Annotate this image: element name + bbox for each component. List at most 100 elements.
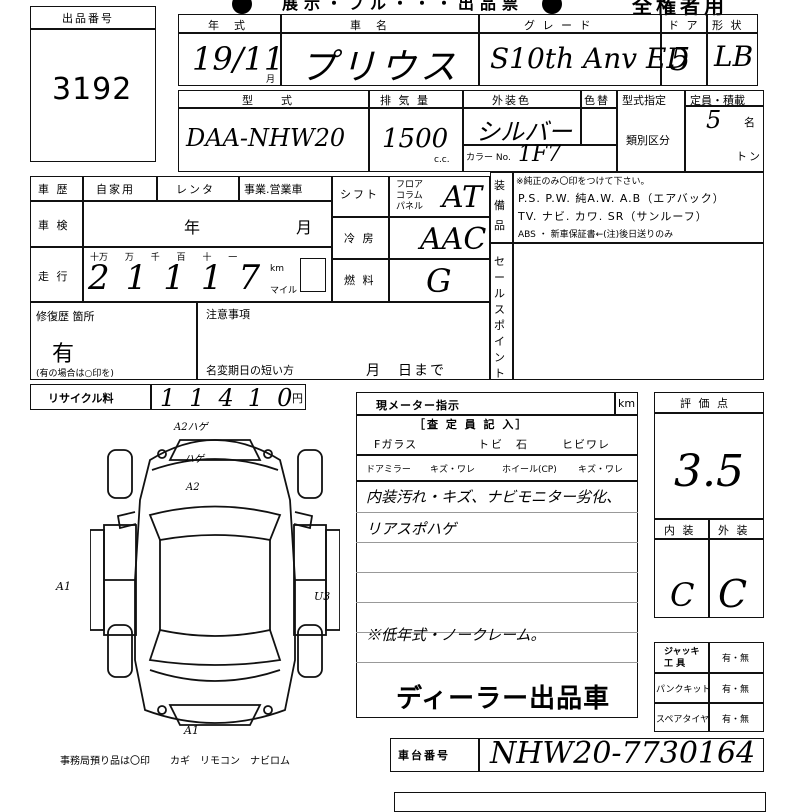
color-label: 外装色 <box>492 94 531 107</box>
shift-value: AT <box>442 180 483 215</box>
chassis-block <box>390 738 764 772</box>
header-cut-title: 展示・フル・・・出品票 <box>282 0 525 13</box>
fuel-value: G <box>426 262 452 300</box>
mileage-label: 走 行 <box>38 270 70 283</box>
recycle-block <box>30 384 306 410</box>
name-label: 車 名 <box>350 19 389 32</box>
jack-value: 有・無 <box>722 654 750 664</box>
spare-value: 有・無 <box>722 715 750 725</box>
private-use: 自家用 <box>96 183 135 196</box>
model-label: 型 式 <box>242 94 294 107</box>
ishi-label: 石 <box>516 438 529 451</box>
mile-unit: マイル <box>270 286 298 296</box>
tobi-label: トビ <box>478 438 504 451</box>
grade-label: 評 価 点 <box>680 397 730 410</box>
hibi-label: ヒビワレ <box>562 438 610 451</box>
repair-label: 修復歴 箇所 <box>36 310 95 323</box>
capacity-value: 5 <box>706 106 722 134</box>
notes-label: 注意事項 <box>206 308 250 321</box>
damage-hage: ハゲ <box>184 454 204 465</box>
year-label: 年 式 <box>208 19 247 32</box>
dealer-stamp: ディーラー出品車 <box>396 684 611 714</box>
comment-3: ※低年式・ノークレーム。 <box>366 626 546 644</box>
door-label: ド ア <box>668 19 700 32</box>
jack-label: ジャッキ 工 具 <box>664 647 700 669</box>
color-no-label: カラー No. <box>466 153 511 163</box>
vehicle-name-value: プリウス <box>300 47 461 88</box>
floor-column-panel: フロア コラム パネル <box>396 180 424 212</box>
binder-hole <box>232 0 252 14</box>
shape-value: LB <box>714 40 754 73</box>
business-use: 事業.営業車 <box>244 183 303 196</box>
displacement-label: 排 気 量 <box>380 94 430 107</box>
model-value: DAA-NHW20 <box>186 124 346 152</box>
interior-label: 内 装 <box>664 524 696 537</box>
office-items-note: 事務局預り品は〇印 カギ リモコン ナビロム <box>60 756 290 767</box>
damage-a1-left: A1 <box>56 580 71 593</box>
month-unit: 月 <box>266 75 276 85</box>
color-no-value: 1F7 <box>518 142 562 167</box>
meter-label: 現メーター指示 <box>376 399 460 412</box>
grade-score: 3.5 <box>674 446 744 497</box>
recycle-value: 11410 <box>160 384 307 412</box>
capacity-label: 定員・積載 <box>690 94 745 107</box>
shape-label: 形 状 <box>712 19 744 32</box>
comment-1: 内装汚れ・キズ、ナビモニター劣化、 <box>366 488 622 506</box>
ac-value: AAC <box>420 222 487 257</box>
sales-point-label: セールスポイント <box>494 255 505 380</box>
equipment-block <box>490 172 764 380</box>
wheel-label: ホイール(CP) <box>502 465 557 475</box>
interior-value: C <box>670 576 695 614</box>
lot-number: 3192 <box>52 72 133 107</box>
damage-a1-bottom: A1 <box>184 724 199 737</box>
shift-label: シフト <box>340 188 379 201</box>
exterior-value: C <box>718 572 748 616</box>
car-damage-diagram <box>90 439 340 726</box>
wheel-damage: キズ・ワレ <box>578 465 624 475</box>
km-unit: km <box>270 264 284 274</box>
chassis-label: 車台番号 <box>398 749 450 762</box>
year-value: 19/11 <box>192 40 285 78</box>
lot-label: 出品番号 <box>62 12 114 25</box>
bottom-box <box>394 792 766 812</box>
header-usage: 全権者用 <box>632 0 728 18</box>
inspection-block <box>356 392 638 718</box>
lot-box <box>30 6 156 162</box>
rental: レンタ <box>176 183 215 196</box>
repaint-label: 色替 <box>584 94 610 107</box>
equipment-line-1: P.S. P.W. 純A.W. A.B（エアバック） <box>518 192 725 205</box>
inspection-value: 年 月 <box>184 218 353 237</box>
door-value: 5 <box>670 40 691 78</box>
mirror-damage: キズ・ワレ <box>430 465 476 475</box>
chassis-value: NHW20-7730164 <box>490 736 756 771</box>
load-unit: トン <box>736 150 762 163</box>
color-value: シルバー <box>476 118 572 146</box>
vehicle-row-2 <box>178 90 764 172</box>
equipment-note: ※純正のみ〇印をつけて下さい。 <box>516 177 650 187</box>
binder-hole <box>542 0 562 14</box>
shift-block <box>332 176 490 302</box>
repair-notes-block <box>30 302 490 380</box>
history-block <box>30 176 332 302</box>
equipment-line-2: TV. ナビ. カワ. SR（サンルーフ） <box>518 210 708 223</box>
fglass-label: Fガラス <box>374 438 418 451</box>
displacement-unit: c.c. <box>434 155 450 165</box>
meter-unit: km <box>618 397 636 410</box>
mileage-digits: 十万 万 千 百 十 一 <box>90 253 238 263</box>
inspection-label: 車 検 <box>38 219 70 232</box>
damage-a2-hage: A2ハゲ <box>174 422 208 433</box>
fuel-label: 燃 料 <box>344 274 376 287</box>
grade-label: グ レ ー ド <box>524 19 593 32</box>
mirror-label: ドアミラー <box>366 465 411 475</box>
repair-value: 有 <box>52 342 75 367</box>
equipment-label: 装備品 <box>494 179 505 232</box>
repair-note: (有の場合は○印を) <box>36 369 114 379</box>
mileage-check-box <box>300 258 326 292</box>
class-label: 類別区分 <box>626 134 670 147</box>
puncture-label: パンクキット <box>656 685 711 695</box>
model-spec-label: 型式指定 <box>622 94 666 107</box>
recycle-label: リサイクル料 <box>48 392 114 405</box>
capacity-unit: 名 <box>744 116 757 129</box>
spare-label: スペアタイヤ <box>656 715 710 725</box>
mileage-value: 21117 <box>88 258 277 298</box>
